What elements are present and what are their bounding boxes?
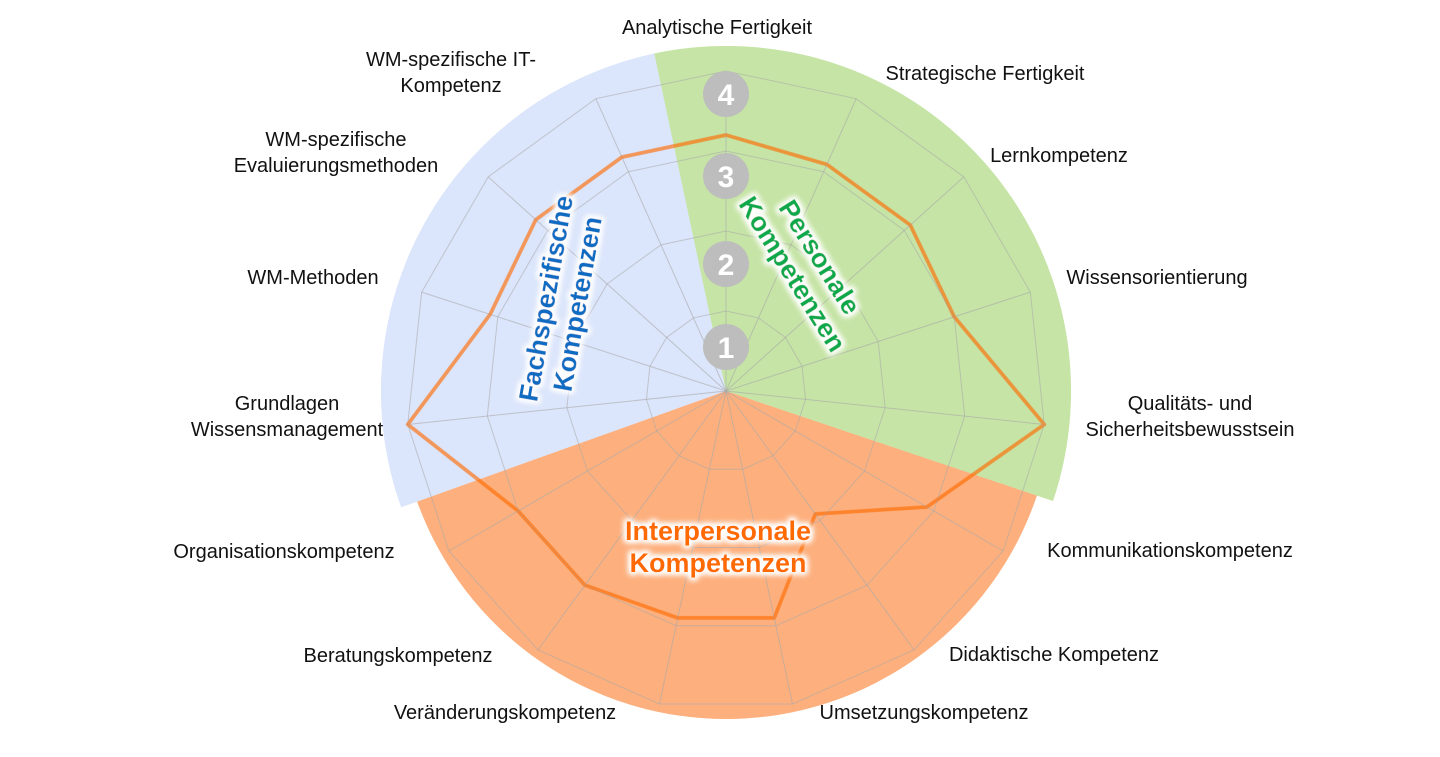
grid-spoke [725,390,1045,425]
badge-circle [703,324,749,370]
radar-grid [407,70,1045,705]
grid-spoke [725,390,794,705]
scale-badge-1: 1 [703,324,749,370]
axis-label: Umsetzungskompetenz [820,702,1029,724]
axis-label: Organisationskompetenz [173,541,394,563]
scale-badges: 1 2 3 4 [703,71,749,370]
sector-overlay-fachspezifisch [380,53,726,508]
grid-spoke [421,291,727,392]
grid-spoke [725,390,915,651]
axis-label: Kommunikationskompetenz [1047,540,1293,562]
sector-overlay [380,45,1072,719]
grid-ring-3 [486,150,966,627]
badge-label: 2 [718,249,735,282]
axis-label: Strategische Fertigkeit [886,63,1085,85]
grid-ring-4 [407,70,1045,705]
scale-badge-4: 4 [703,71,749,117]
axis-label: Veränderungskompetenz [394,702,616,724]
axis-label: Analytische Fertigkeit [622,17,813,39]
badge-label: 4 [718,79,735,112]
axis-label: WM-Methoden [247,267,378,289]
grid-spoke [448,390,727,552]
sector-overlay-personal [654,45,1072,502]
grid-spoke [407,390,727,425]
grid-spoke [487,176,727,392]
sector-overlay-interpersonal [417,391,1037,719]
data-series [406,133,1046,620]
grid-ring-2 [566,230,886,549]
grid-spoke [658,390,727,705]
badge-label: 1 [718,332,735,365]
grid-ring-1 [645,310,807,470]
badge-circle [703,71,749,117]
scale-badge-2: 2 [703,241,749,287]
grid-spoke [725,176,965,392]
axis-label: Wissensorientierung [1066,267,1247,289]
axis-label: Didaktische Kompetenz [949,644,1159,666]
badge-label: 3 [718,161,735,194]
scale-badge-3: 3 [703,153,749,199]
grid-spoke [725,291,1031,392]
grid-spoke [537,390,727,651]
axis-label: Lernkompetenz [990,145,1128,167]
axis-label: WM-spezifische IT-Kompetenz [366,49,536,97]
badge-circle [703,241,749,287]
axis-label: Beratungskompetenz [303,645,492,667]
series-outline [406,133,1046,620]
grid-spoke [725,390,1004,552]
badge-circle [703,153,749,199]
